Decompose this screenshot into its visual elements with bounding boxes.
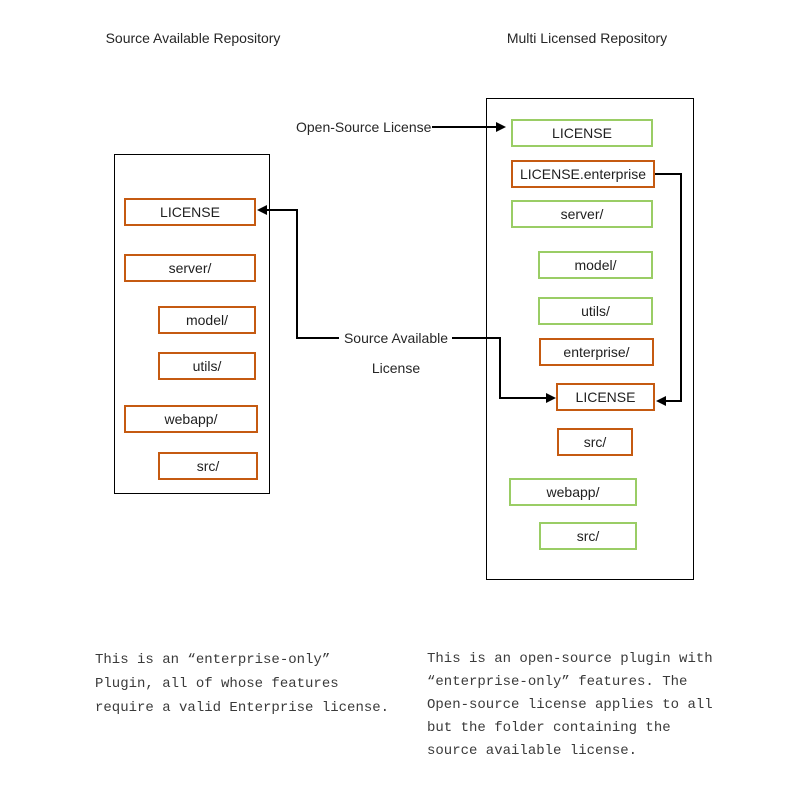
open-source-connector-line — [432, 126, 497, 128]
right-folder-model: model/ — [538, 251, 653, 279]
right-repo-note: This is an open-source plugin with “ente… — [427, 651, 713, 759]
left-folder-webapp: webapp/ — [124, 405, 258, 433]
source-available-right-segment-h2 — [499, 397, 547, 399]
left-repo-note: This is an “enterprise-only” Plugin, all… — [95, 652, 390, 716]
left-folder-src: src/ — [158, 452, 258, 480]
right-file-license-inner: LICENSE — [556, 383, 655, 411]
source-available-label-line2: License — [371, 360, 421, 376]
right-repo-title: Multi Licensed Repository — [506, 30, 668, 46]
right-folder-src-enterprise: src/ — [557, 428, 633, 456]
enterprise-connector-v — [680, 173, 682, 402]
left-folder-server: server/ — [124, 254, 256, 282]
right-folder-server: server/ — [511, 200, 653, 228]
left-folder-model: model/ — [158, 306, 256, 334]
right-file-license-enterprise: LICENSE.enterprise — [511, 160, 655, 188]
right-folder-src: src/ — [539, 522, 637, 550]
right-file-license-open-source: LICENSE — [511, 119, 653, 147]
arrowhead-into-inner-license-left — [546, 393, 556, 403]
right-folder-enterprise: enterprise/ — [539, 338, 654, 366]
arrowhead-into-left-license — [257, 205, 267, 215]
source-available-left-segment-h2 — [266, 209, 298, 211]
source-available-label-line1: Source Available — [343, 330, 449, 346]
arrowhead-into-open-source-license — [496, 122, 506, 132]
enterprise-connector-h2 — [666, 400, 682, 402]
open-source-license-label: Open-Source License — [296, 119, 432, 135]
arrowhead-into-inner-license-right — [656, 396, 666, 406]
source-available-left-segment-h1 — [296, 337, 339, 339]
right-folder-webapp: webapp/ — [509, 478, 637, 506]
source-available-right-segment-v — [499, 337, 501, 399]
enterprise-connector-h1 — [655, 173, 682, 175]
source-available-left-segment-v — [296, 209, 298, 339]
left-folder-utils: utils/ — [158, 352, 256, 380]
source-available-right-segment-h1 — [452, 337, 501, 339]
left-repo-title: Source Available Repository — [105, 30, 281, 46]
right-folder-utils: utils/ — [538, 297, 653, 325]
left-file-license: LICENSE — [124, 198, 256, 226]
